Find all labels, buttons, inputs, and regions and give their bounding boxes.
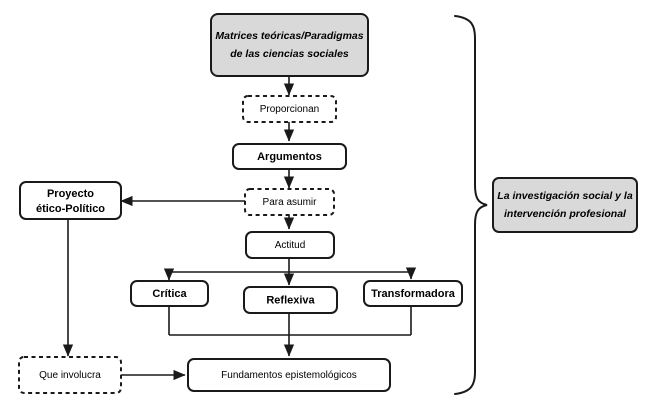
node-proporcionan-label: Proporcionan bbox=[260, 104, 319, 115]
node-fundamentos-label: Fundamentos epistemológicos bbox=[221, 370, 357, 381]
node-transformadora[interactable]: Transformadora bbox=[363, 280, 463, 307]
node-matrices-box[interactable] bbox=[210, 13, 369, 77]
node-para-asumir[interactable]: Para asumir bbox=[244, 188, 335, 216]
node-argumentos-box[interactable] bbox=[232, 143, 347, 170]
node-matrices-label-line1: Matrices teóricas/Paradigmas bbox=[215, 30, 363, 42]
right-curly-brace-icon bbox=[454, 15, 488, 395]
node-investigacion-social[interactable]: La investigación social y la intervenció… bbox=[492, 177, 638, 233]
node-reflexiva-label: Reflexiva bbox=[266, 294, 315, 306]
node-transformadora-label: Transformadora bbox=[371, 288, 456, 300]
node-critica-label: Crítica bbox=[152, 288, 187, 300]
node-proyecto-box[interactable] bbox=[19, 181, 122, 220]
node-actitud-box[interactable] bbox=[245, 231, 335, 259]
edges-layer bbox=[62, 76, 417, 381]
node-que-involucra-box[interactable] bbox=[18, 356, 122, 394]
node-proporcionan[interactable]: Proporcionan bbox=[242, 95, 337, 123]
node-argumentos-label: Argumentos bbox=[257, 151, 322, 163]
node-fundamentos-box[interactable] bbox=[187, 358, 391, 392]
node-investigacion-label-line1: La investigación social y la bbox=[497, 190, 633, 202]
node-para-asumir-label: Para asumir bbox=[263, 197, 318, 208]
node-matrices-teoricas[interactable]: Matrices teóricas/Paradigmas de las cien… bbox=[210, 13, 369, 77]
node-proporcionan-box[interactable] bbox=[242, 95, 337, 123]
node-transformadora-box[interactable] bbox=[363, 280, 463, 307]
node-proyecto-label-line2: ético-Político bbox=[36, 203, 105, 215]
node-reflexiva-box[interactable] bbox=[243, 286, 338, 314]
node-argumentos[interactable]: Argumentos bbox=[232, 143, 347, 170]
node-que-involucra-label: Que involucra bbox=[39, 370, 101, 381]
node-investigacion-box[interactable] bbox=[492, 177, 638, 233]
grouping-brace bbox=[454, 15, 488, 395]
node-actitud-label: Actitud bbox=[275, 240, 306, 251]
node-matrices-label-line2: de las ciencias sociales bbox=[230, 48, 349, 60]
node-proyecto-label-line1: Proyecto bbox=[47, 188, 94, 200]
node-investigacion-label-line2: intervención profesional bbox=[504, 208, 627, 220]
node-actitud[interactable]: Actitud bbox=[245, 231, 335, 259]
node-critica[interactable]: Crítica bbox=[130, 280, 209, 307]
node-reflexiva[interactable]: Reflexiva bbox=[243, 286, 338, 314]
node-fundamentos-epistemologicos[interactable]: Fundamentos epistemológicos bbox=[187, 358, 391, 392]
node-critica-box[interactable] bbox=[130, 280, 209, 307]
node-para-asumir-box[interactable] bbox=[244, 188, 335, 216]
node-que-involucra[interactable]: Que involucra bbox=[18, 356, 122, 394]
node-proyecto-etico-politico[interactable]: Proyecto ético-Político bbox=[19, 181, 122, 220]
